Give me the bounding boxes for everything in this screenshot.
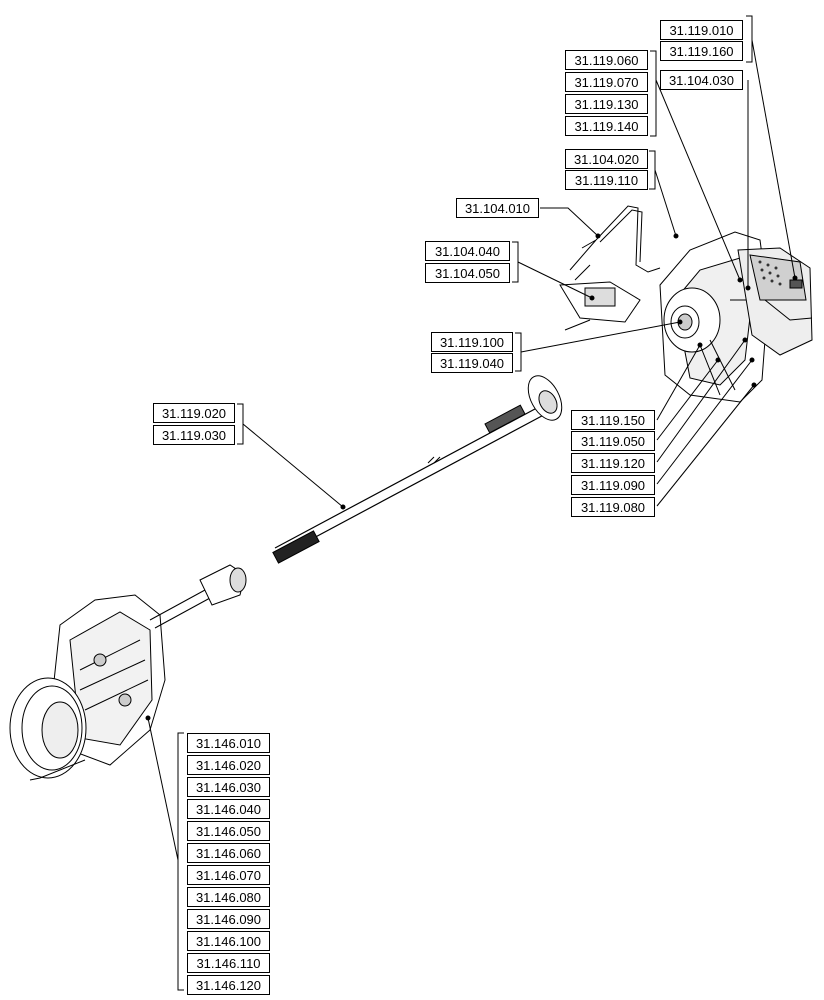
- callout-31-119-070[interactable]: 31.119.070: [565, 72, 648, 92]
- callout-31-119-080[interactable]: 31.119.080: [571, 497, 655, 517]
- callout-31-104-010[interactable]: 31.104.010: [456, 198, 539, 218]
- callout-31-119-100[interactable]: 31.119.100: [431, 332, 513, 352]
- callout-31-146-050[interactable]: 31.146.050: [187, 821, 270, 841]
- callout-31-104-030[interactable]: 31.104.030: [660, 70, 743, 90]
- callout-31-146-090[interactable]: 31.146.090: [187, 909, 270, 929]
- callout-31-146-110[interactable]: 31.146.110: [187, 953, 270, 973]
- pto-shaft: [272, 401, 554, 564]
- rear-housing-assembly: [659, 231, 813, 403]
- callout-31-119-140[interactable]: 31.119.140: [565, 116, 648, 136]
- callout-31-119-060[interactable]: 31.119.060: [565, 50, 648, 70]
- callout-31-119-020[interactable]: 31.119.020: [153, 403, 235, 423]
- callout-31-119-090[interactable]: 31.119.090: [571, 475, 655, 495]
- front-transmission-assembly: [9, 564, 247, 781]
- flange-plate: [527, 375, 563, 421]
- callout-31-146-100[interactable]: 31.146.100: [187, 931, 270, 951]
- callout-31-119-120[interactable]: 31.119.120: [571, 453, 655, 473]
- callout-31-119-130[interactable]: 31.119.130: [565, 94, 648, 114]
- leader-lines: [145, 15, 798, 991]
- callout-31-146-070[interactable]: 31.146.070: [187, 865, 270, 885]
- callout-31-146-060[interactable]: 31.146.060: [187, 843, 270, 863]
- callout-31-146-040[interactable]: 31.146.040: [187, 799, 270, 819]
- callout-31-119-050[interactable]: 31.119.050: [571, 431, 655, 451]
- callout-31-146-020[interactable]: 31.146.020: [187, 755, 270, 775]
- callout-31-104-050[interactable]: 31.104.050: [425, 263, 510, 283]
- callout-31-104-020[interactable]: 31.104.020: [565, 149, 648, 169]
- valve-block: [559, 205, 661, 331]
- callout-31-119-110[interactable]: 31.119.110: [565, 170, 648, 190]
- callout-31-119-030[interactable]: 31.119.030: [153, 425, 235, 445]
- callout-31-104-040[interactable]: 31.104.040: [425, 241, 510, 261]
- callout-31-146-030[interactable]: 31.146.030: [187, 777, 270, 797]
- callout-31-146-080[interactable]: 31.146.080: [187, 887, 270, 907]
- callout-31-146-120[interactable]: 31.146.120: [187, 975, 270, 995]
- callout-31-119-010[interactable]: 31.119.010: [660, 20, 743, 40]
- callout-31-146-010[interactable]: 31.146.010: [187, 733, 270, 753]
- callout-31-119-160[interactable]: 31.119.160: [660, 41, 743, 61]
- callout-31-119-150[interactable]: 31.119.150: [571, 410, 655, 430]
- callout-31-119-040[interactable]: 31.119.040: [431, 353, 513, 373]
